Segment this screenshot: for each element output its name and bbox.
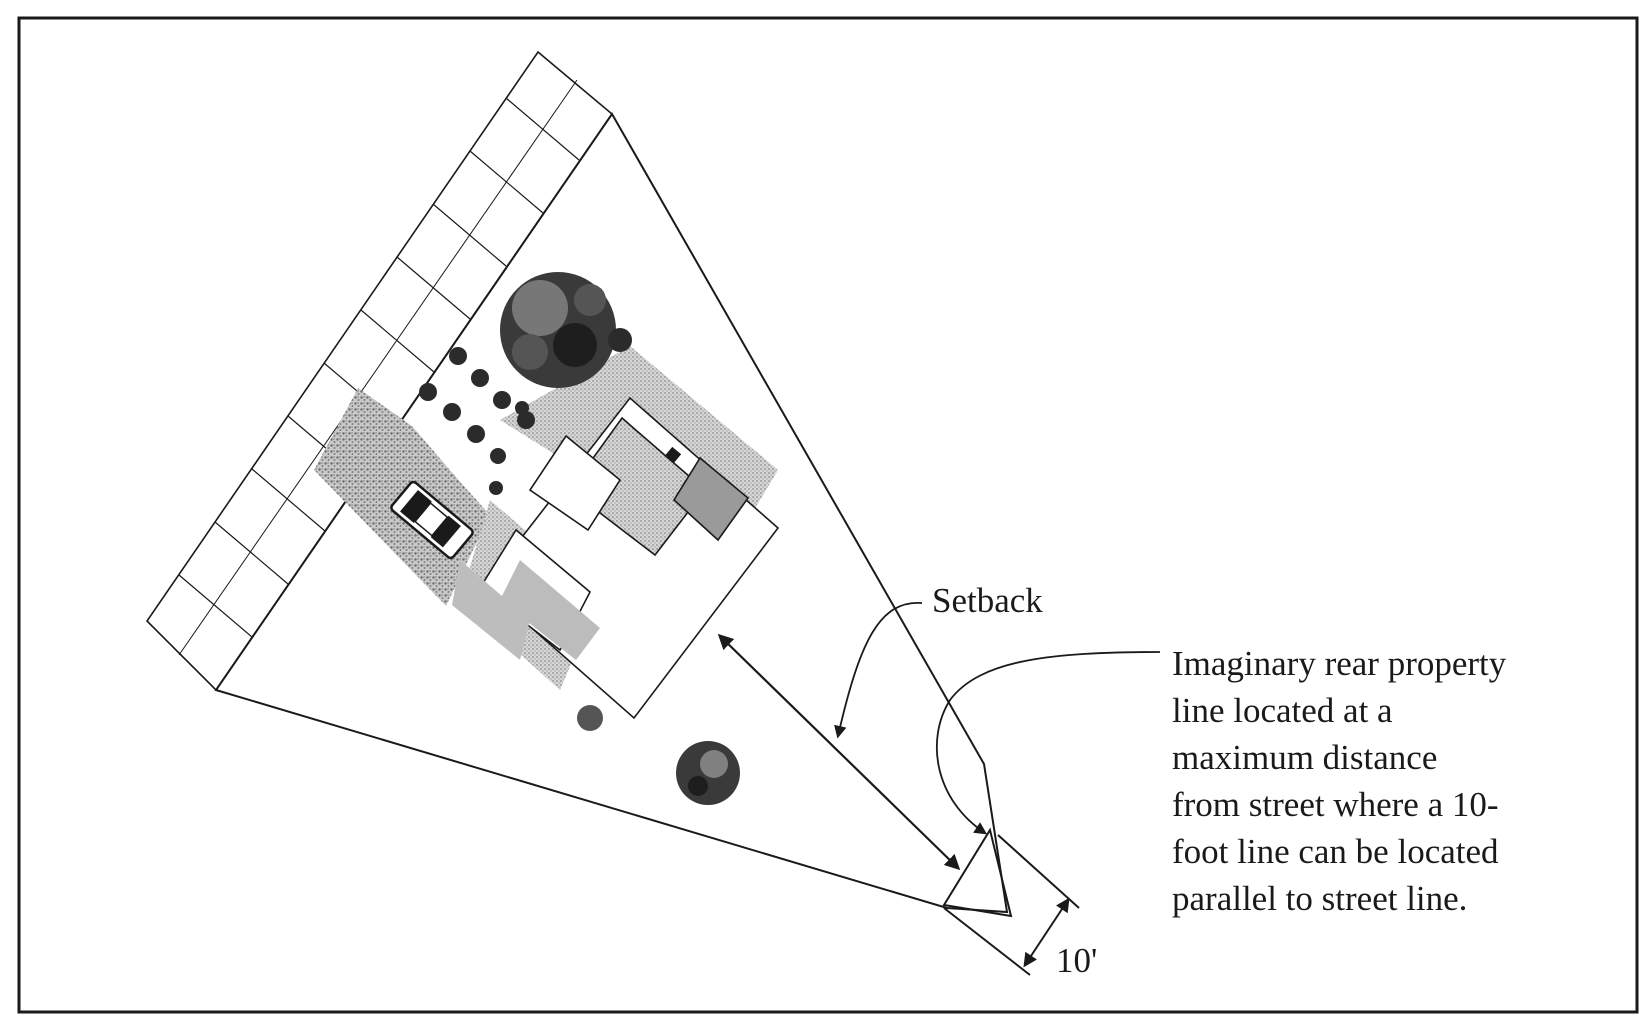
imaginary-line-label-line: Imaginary rear property (1172, 644, 1507, 683)
ten-foot-label: 10' (1056, 941, 1098, 980)
imaginary-line-label: Imaginary rear property line located at … (1172, 640, 1506, 922)
house (452, 396, 780, 720)
tree-small (676, 741, 740, 805)
imaginary-line-label-line: parallel to street line. (1172, 879, 1468, 918)
setback-dimension-arrow (717, 633, 961, 871)
imaginary-line-label-line: line located at a (1172, 691, 1393, 730)
shrubs (419, 347, 603, 731)
imaginary-line-label-line: maximum distance (1172, 738, 1438, 777)
imaginary-line-label-line: from street where a 10- (1172, 785, 1499, 824)
ten-foot-dimension-arrow (1023, 897, 1070, 968)
car (390, 480, 474, 560)
frame-border (17, 16, 1639, 1014)
rear-line-detail (942, 827, 1080, 976)
imaginary-line-leader (936, 651, 1161, 835)
large-tree (500, 272, 632, 388)
setback-leader (834, 602, 923, 739)
setback-label: Setback (932, 581, 1043, 620)
imaginary-line-label-line: foot line can be located (1172, 832, 1499, 871)
